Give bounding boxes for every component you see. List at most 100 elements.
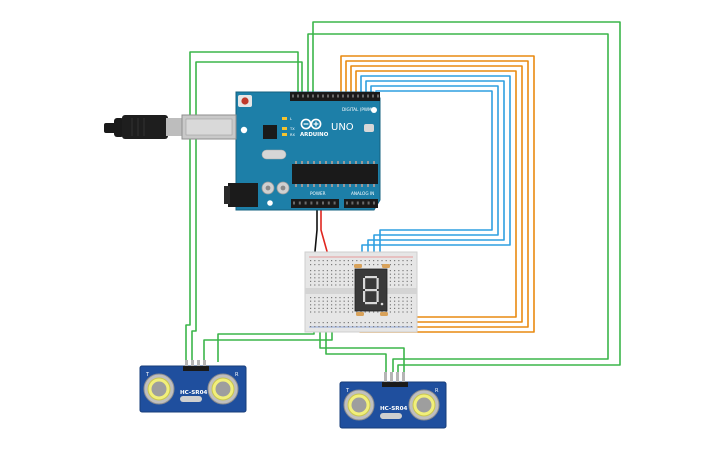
breadboard-hole [310,311,312,313]
breadboard-hole [339,300,341,302]
breadboard-hole [314,284,316,286]
breadboard-hole [326,307,328,309]
breadboard-hole [410,280,412,282]
breadboard-hole [377,260,379,262]
breadboard-hole [389,270,391,272]
header-pin [333,201,336,205]
breadboard-hole [331,300,333,302]
breadboard-hole [347,311,349,313]
breadboard-hole [394,304,396,306]
ultrasonic-sensor-1[interactable]: T R HC-SR04 [139,360,247,413]
ultrasonic-sensor-2[interactable]: T R HC-SR04 [339,372,447,429]
resistor-1[interactable] [354,264,362,268]
breadboard-hole [402,311,404,313]
chip-leg [373,161,375,164]
wire-blue-3[interactable] [370,85,499,266]
resistor-3[interactable] [356,312,364,316]
wire-green-vcc-right[interactable] [325,322,387,372]
breadboard-hole [339,264,341,266]
breadboard-hole [394,270,396,272]
header-pin [337,94,339,98]
bottom-header-pins [293,201,375,205]
breadboard-hole [347,277,349,279]
reset-button-cap[interactable] [241,97,249,105]
chip-leg [349,184,351,187]
breadboard-hole [326,322,328,324]
digit-segments [363,276,384,306]
breadboard-hole [398,284,400,286]
breadboard-hole [310,322,312,324]
wire-blue-1[interactable] [360,75,511,266]
chip-leg [331,161,333,164]
breadboard-hole [406,311,408,313]
breadboard-hole [335,277,337,279]
breadboard-hole [394,260,396,262]
wire-green-left-outer[interactable] [185,51,299,362]
breadboard-hole [322,270,324,272]
breadboard-hole [356,311,358,313]
breadboard-hole [318,300,320,302]
crystal [261,149,287,160]
seven-segment-display[interactable] [354,268,388,312]
breadboard-hole [368,326,370,328]
wire-green-gnd-left[interactable] [217,322,315,362]
sensor-2-model-label: HC-SR04 [380,406,407,412]
breadboard-hole [318,304,320,306]
analog-header [344,199,378,208]
led-rx-label: RX [290,133,295,137]
breadboard-hole [389,280,391,282]
usb-plug-body[interactable] [122,115,168,139]
breadboard-hole [318,311,320,313]
header-pin [292,94,294,98]
breadboard-hole [314,297,316,299]
header-pin [373,201,375,205]
breadboard-hole [335,300,337,302]
breadboard-hole [318,264,320,266]
wire-green-left-inner[interactable] [191,61,303,362]
breadboard-hole [381,326,383,328]
header-pin [293,201,295,205]
wire-blue-2[interactable] [365,80,505,266]
breadboard-hole [310,307,312,309]
breadboard-hole [364,326,366,328]
breadboard-hole [394,326,396,328]
breadboard-hole [331,264,333,266]
arduino-model-label: UNO [331,122,354,133]
breadboard-hole [318,284,320,286]
breadboard-hole [381,322,383,324]
breadboard-hole [377,326,379,328]
breadboard-hole [394,280,396,282]
breadboard-hole [331,304,333,306]
arduino-uno-board[interactable]: DIGITAL (PWM~) L TX RX ARDUINO UNO [181,91,381,211]
wire-blue-4[interactable] [375,90,493,266]
breadboard-hole [352,273,354,275]
wire-green-right-inner[interactable] [307,33,609,372]
sensor-1-crystal [180,396,202,402]
breadboard-hole [406,297,408,299]
breadboard-hole [410,284,412,286]
breadboard-hole [389,284,391,286]
breadboard-hole [364,311,366,313]
header-pin [297,94,299,98]
breadboard-hole [352,297,354,299]
breadboard-hole [331,277,333,279]
breadboard-hole [410,270,412,272]
header-pin [304,201,307,205]
resistor-2[interactable] [382,264,390,268]
breadboard-hole [314,280,316,282]
breadboard-hole [314,304,316,306]
breadboard-hole [402,297,404,299]
breadboard-hole [310,297,312,299]
dc-power-jack[interactable] [228,183,258,207]
breadboard-hole [314,322,316,324]
chip-leg [313,184,315,187]
breadboard-hole [314,311,316,313]
wire-green-gnd-right[interactable] [319,322,405,372]
breadboard-hole [331,311,333,313]
breadboard-hole [356,326,358,328]
breadboard-hole [406,264,408,266]
chip-leg [307,161,309,164]
chip-leg [355,184,357,187]
resistor-4[interactable] [380,312,388,316]
breadboard-hole [398,326,400,328]
